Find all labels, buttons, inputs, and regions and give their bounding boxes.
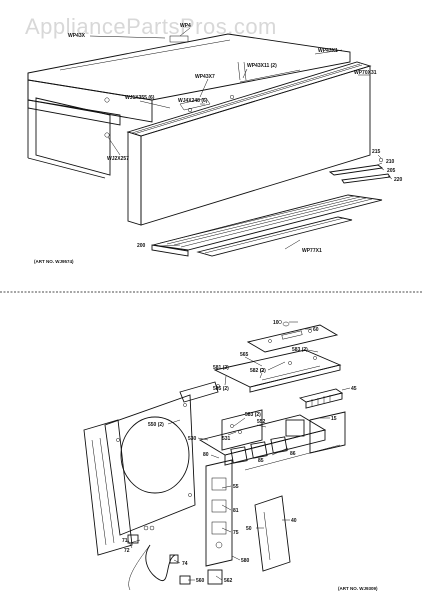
part-label: 583 (2) [245,412,261,418]
part-label: 85 [258,458,264,464]
relays [230,419,305,464]
part-label: 50 [246,526,252,532]
part-label: 220 [394,177,403,183]
art-number: (ART NO. WJ9309) [338,586,378,591]
front-panel [126,61,372,226]
terminal-block [298,388,344,409]
rear-wrapper [27,33,351,179]
part-label: 15 [331,416,337,422]
part-label: WJ2X257 [107,156,129,162]
part-label: 210 [386,159,395,165]
part-label: WJ1X355 (6) [125,95,155,101]
part-label: 583 (2) [292,347,308,353]
part-label: WP43X [68,33,86,39]
part-label: WP43X1 [318,48,338,54]
main-deck [213,349,342,393]
control-housing [198,409,327,567]
art-number: (ART NO. WJ9574) [34,259,74,264]
part-label: 585 (2) [213,386,229,392]
part-label: 40 [291,518,297,524]
part-label: 71 [122,538,128,544]
part-label: 200 [137,243,146,249]
lower-grille [151,194,383,257]
part-label: WJ4X248 (6) [178,98,208,104]
part-label: 550 (2) [148,422,164,428]
part-label: WP70X31 [354,70,377,76]
side-cover [254,495,291,572]
base-pan [244,411,346,471]
part-label: 80 [203,452,209,458]
top-leader-lines [89,27,393,250]
left-shroud [83,381,219,556]
bottom-part-labels: 10 60 565 583 (2) 581 (2) 582 (2) 585 (2… [122,320,378,591]
part-label: 560 [196,578,205,584]
part-label: 205 [387,168,396,174]
part-label: 60 [313,327,319,333]
side-strips [328,157,391,184]
part-label: 530 [188,436,197,442]
top-exploded-diagram: WP43X WP4 WP43X1 WP43X7 WP43X11 (2) WP70… [27,23,403,264]
fasteners [216,320,282,434]
top-part-labels: WP43X WP4 WP43X1 WP43X7 WP43X11 (2) WP70… [34,23,403,264]
part-label: 55 [233,484,239,490]
power-cord [127,525,223,591]
part-label: 72 [124,548,130,554]
part-label: 580 [241,558,250,564]
part-label: 582 (2) [250,368,266,374]
part-label: 10 [273,320,279,326]
part-label: 86 [290,451,296,457]
part-label: WP77X1 [302,248,322,254]
part-label: WP43X7 [195,74,215,80]
bottom-leader-lines [127,321,351,581]
part-label: 75 [233,530,239,536]
part-label: 581 (2) [213,365,229,371]
bottom-exploded-diagram: 10 60 565 583 (2) 581 (2) 582 (2) 585 (2… [83,320,378,591]
part-label: 562 [224,578,233,584]
part-label: 565 [240,352,249,358]
part-label: 531 [222,436,231,442]
cover-plate [246,321,339,353]
part-label: WP43X11 (2) [247,63,277,69]
part-label: 81 [233,508,239,514]
part-label: 215 [372,149,381,155]
part-label: WP4 [180,23,191,29]
part-label: 552 [257,419,266,425]
part-label: 45 [351,386,357,392]
part-label: 74 [182,561,188,567]
